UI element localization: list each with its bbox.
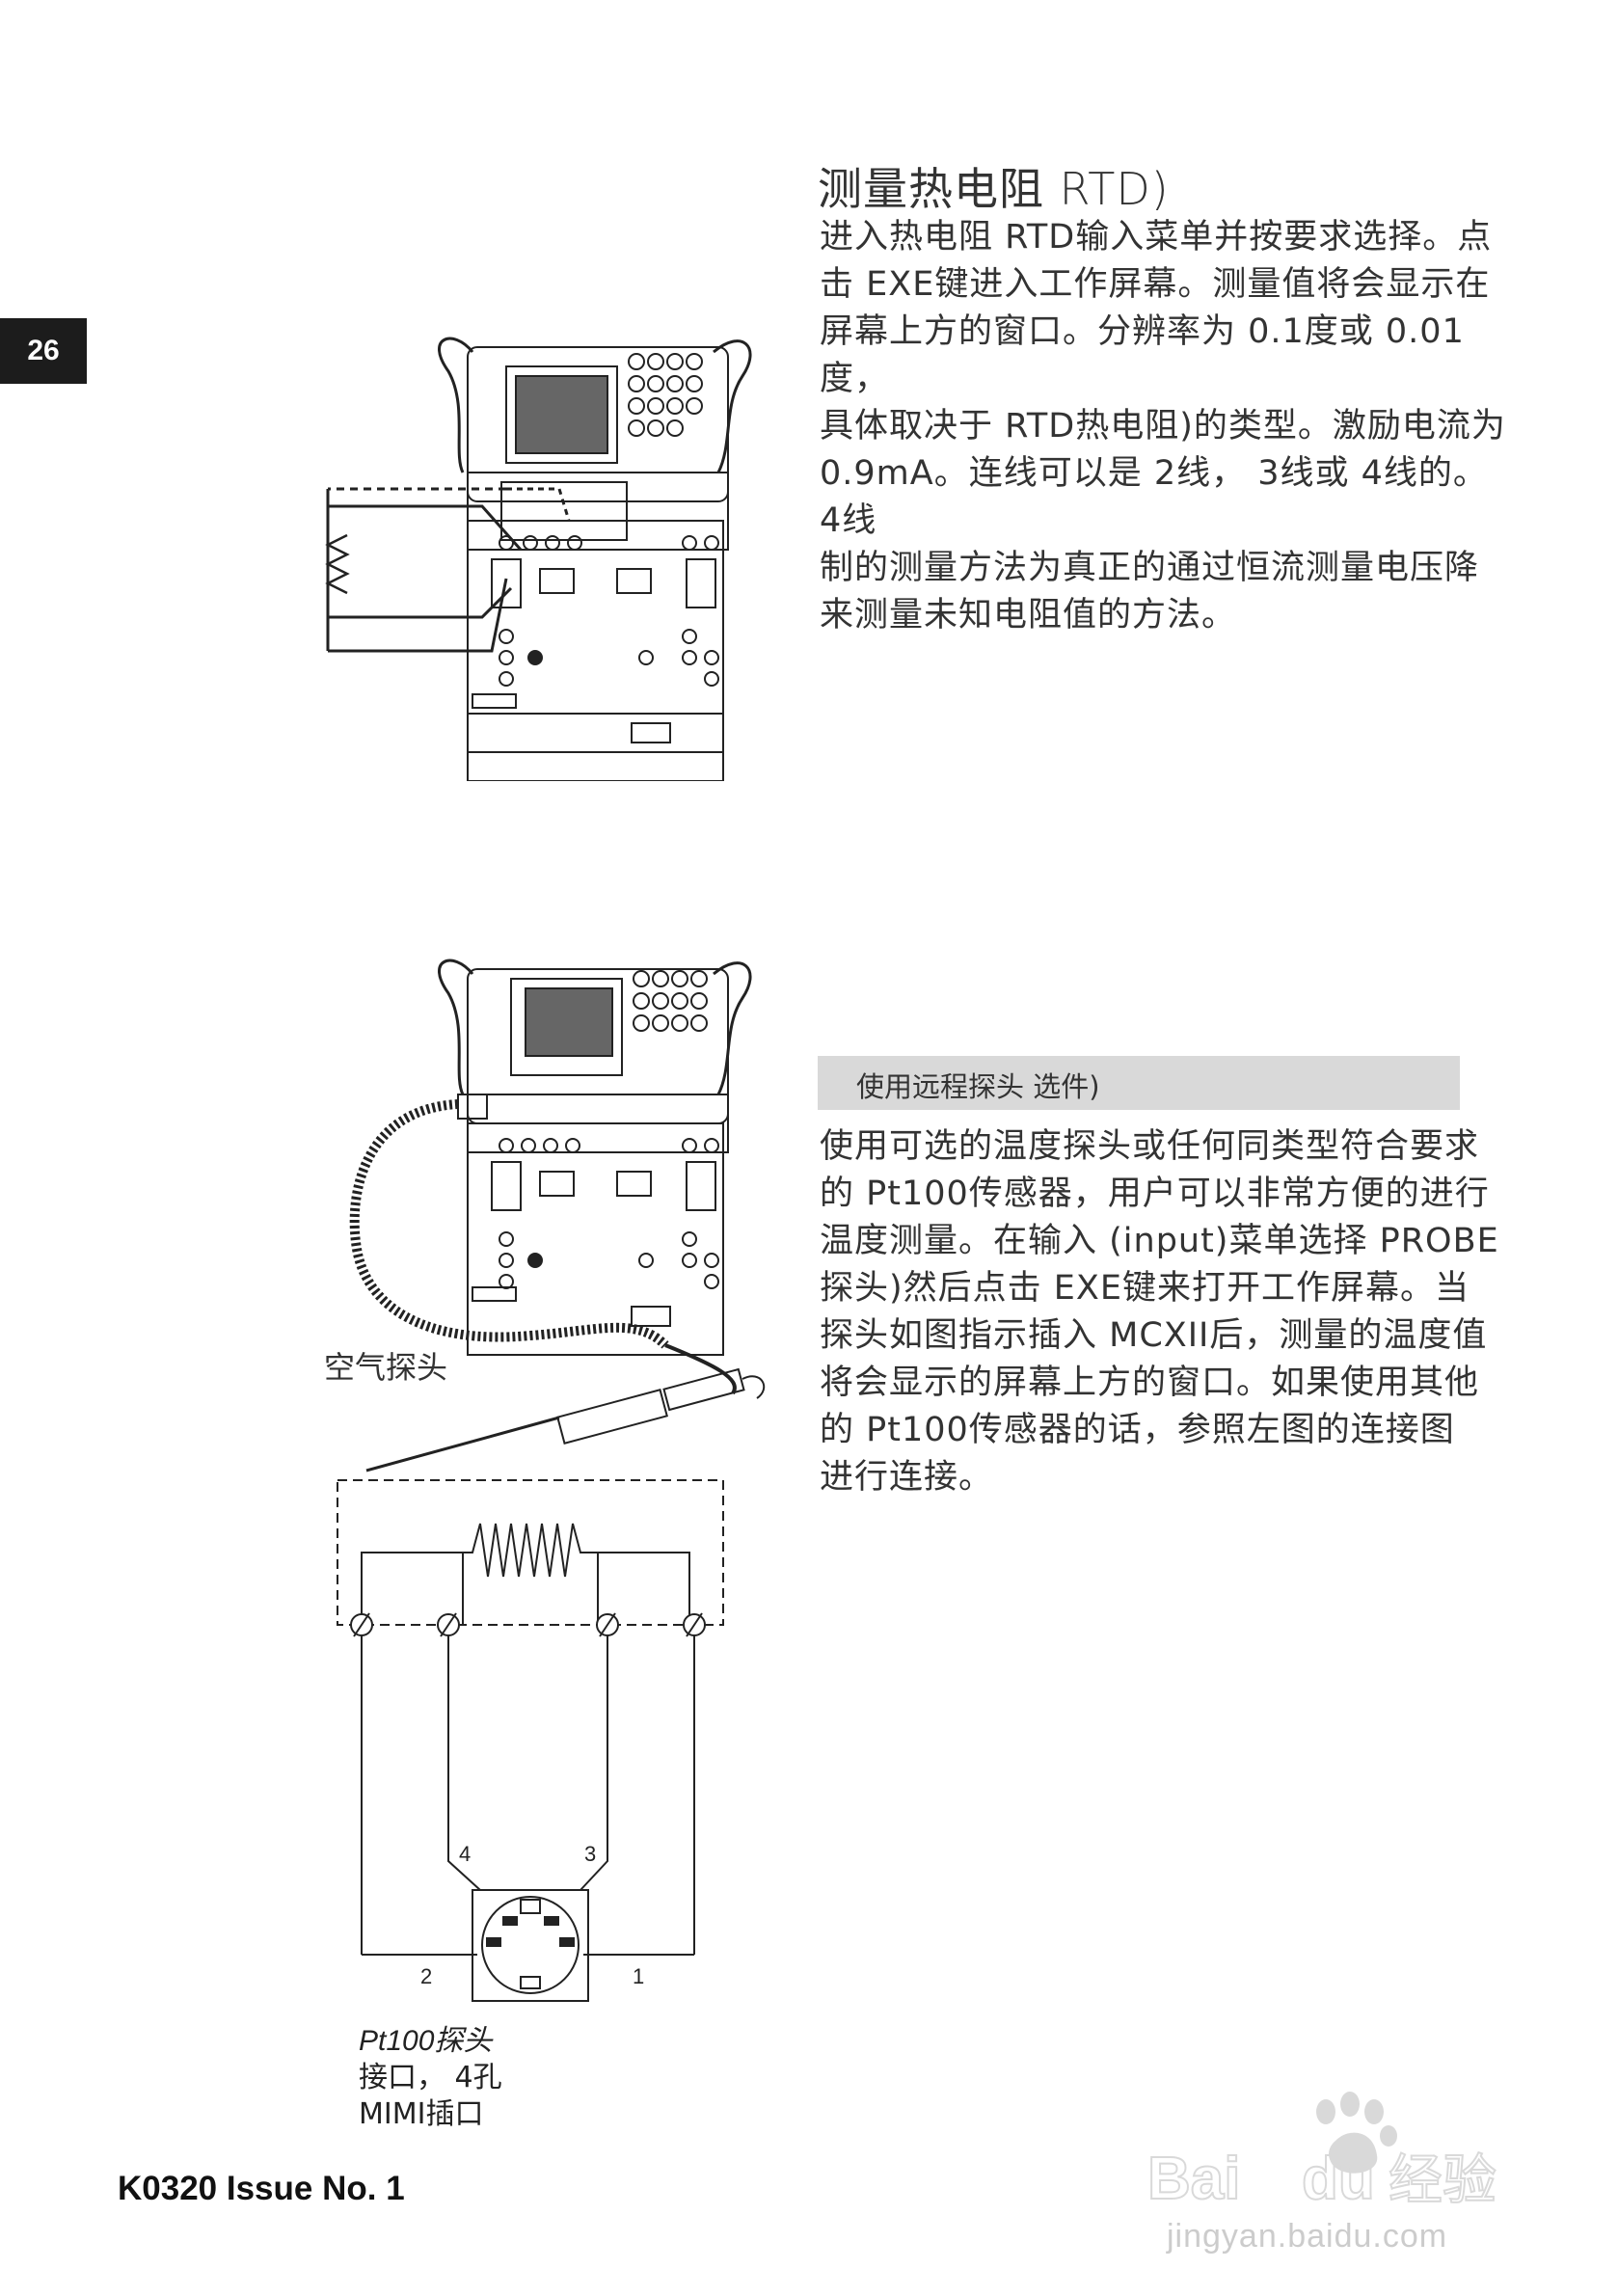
section2-line: 的 Pt100传感器的话，参照左图的连接图: [820, 1411, 1455, 1449]
section2-title: 使用远程探头 选件): [856, 1070, 1100, 1103]
section2-line: 的 Pt100传感器，用户可以非常方便的进行: [820, 1175, 1490, 1213]
pin-label: 3: [584, 1842, 597, 1866]
section1-line: 具体取决于 RTD热电阻)的类型。激励电流为: [820, 407, 1506, 446]
caption-line: 接口， 4孔: [359, 2061, 502, 2094]
svg-text:Bai: Bai: [1147, 2146, 1240, 2212]
caption-line: Pt100探头: [359, 2025, 493, 2057]
section2-line: 使用可选的温度探头或任何同类型符合要求: [820, 1127, 1480, 1166]
section1-body: 进入热电阻 RTD输入菜单并按要求选择。点 击 EXE键进入工作屏幕。测量值将会…: [820, 214, 1514, 639]
calibrator-rtd-illustration: [438, 337, 752, 781]
section1-line: 击 EXE键进入工作屏幕。测量值将会显示在: [820, 265, 1491, 304]
section2-line: 进行连接。: [820, 1458, 994, 1497]
section2-body: 使用可选的温度探头或任何同类型符合要求 的 Pt100传感器，用户可以非常方便的…: [820, 1123, 1514, 1501]
air-probe-label: 空气探头: [324, 1349, 448, 1386]
rtd-resistor-wiring: [325, 487, 571, 653]
section1-line: 制的测量方法为真正的通过恒流测量电压降: [820, 549, 1480, 587]
section2-line: 探头如图指示插入 MCXII后，测量的温度值: [820, 1316, 1488, 1355]
section2-line: 将会显示的屏幕上方的窗口。如果使用其他: [820, 1364, 1480, 1402]
pin-label: 2: [420, 1964, 433, 1988]
calibrator-probe-illustration: [349, 959, 752, 1395]
section1-line: 屏幕上方的窗口。分辨率为 0.1度或 0.01度，: [820, 312, 1465, 398]
air-probe: [365, 1367, 766, 1472]
pin-label: 4: [459, 1842, 472, 1866]
svg-text:du: du: [1302, 2146, 1375, 2212]
section1-line: 0.9mA。连线可以是 2线， 3线或 4线的。 4线: [820, 454, 1488, 540]
baidu-watermark-logo: Bai du 经验: [1146, 2092, 1497, 2213]
document-footer: K0320 Issue No. 1: [118, 2170, 405, 2207]
section1-line: 进入热电阻 RTD输入菜单并按要求选择。点: [820, 218, 1493, 257]
svg-text:经验: 经验: [1389, 2149, 1497, 2212]
section1-line: 来测量未知电阻值的方法。: [820, 596, 1237, 635]
section2-line: 温度测量。在输入 (input)菜单选择 PROBE: [820, 1222, 1499, 1260]
caption-line: MIMI插口: [359, 2097, 484, 2131]
page-number: 26: [0, 318, 87, 384]
section2-line: 探头)然后点击 EXE键来打开工作屏幕。当: [820, 1269, 1470, 1308]
pt100-wiring-diagram: [337, 1479, 724, 2002]
watermark-url: jingyan.baidu.com: [1167, 2218, 1448, 2255]
figure-caption: Pt100探头 接口， 4孔 MIMI插口: [359, 2023, 502, 2133]
section2-heading-bar: [818, 1056, 1460, 1110]
pin-label: 1: [633, 1964, 645, 1988]
section1-title: 测量热电阻 RTD): [818, 163, 1170, 215]
